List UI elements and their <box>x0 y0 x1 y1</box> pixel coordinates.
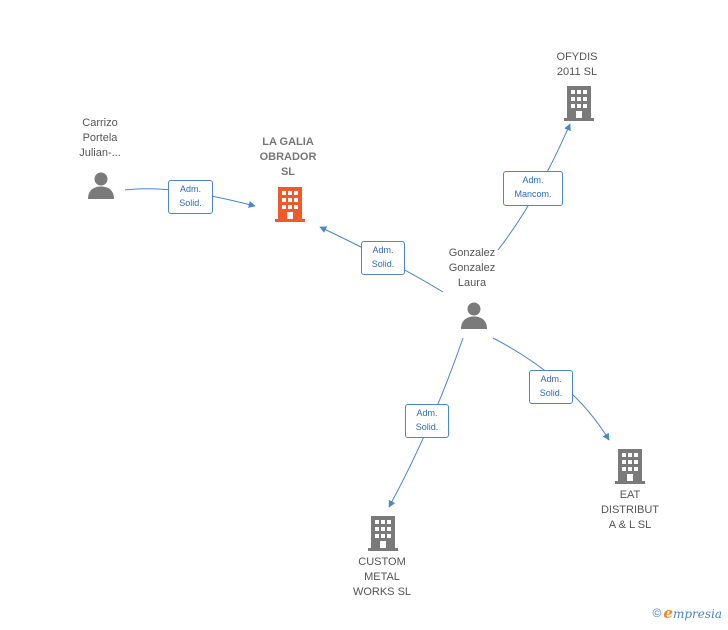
building-icon[interactable] <box>614 448 646 484</box>
edge-label-gonzalez-lagalia: Adm. Solid. <box>361 241 405 275</box>
node-label-lagalia: LA GALIA OBRADOR SL <box>259 136 317 178</box>
building-icon-highlight[interactable] <box>274 186 306 222</box>
building-icon[interactable] <box>367 515 399 551</box>
edge-label-gonzalez-custom: Adm. Solid. <box>405 404 449 438</box>
node-label-custom: CUSTOM METAL WORKS SL <box>352 556 412 598</box>
node-label-ofydis: OFYDIS 2011 SL <box>556 51 598 78</box>
edge-label-gonzalez-eat: Adm. Solid. <box>529 370 573 404</box>
edge-label-carrizo-lagalia: Adm. Solid. <box>168 180 213 214</box>
node-label-carrizo: Carrizo Portela Julian-... <box>79 117 121 159</box>
person-icon[interactable] <box>86 170 116 200</box>
node-label-eat: EAT DISTRIBUT A & L SL <box>600 489 660 531</box>
empresia-logo[interactable]: © empresia <box>653 604 722 622</box>
person-icon[interactable] <box>459 300 489 330</box>
brand-name: empresia <box>663 604 722 622</box>
edge-label-gonzalez-ofydis: Adm. Mancom. <box>503 171 563 206</box>
copyright-symbol: © <box>652 606 662 620</box>
node-label-gonzalez: Gonzalez Gonzalez Laura <box>448 247 496 289</box>
building-icon[interactable] <box>563 85 595 121</box>
